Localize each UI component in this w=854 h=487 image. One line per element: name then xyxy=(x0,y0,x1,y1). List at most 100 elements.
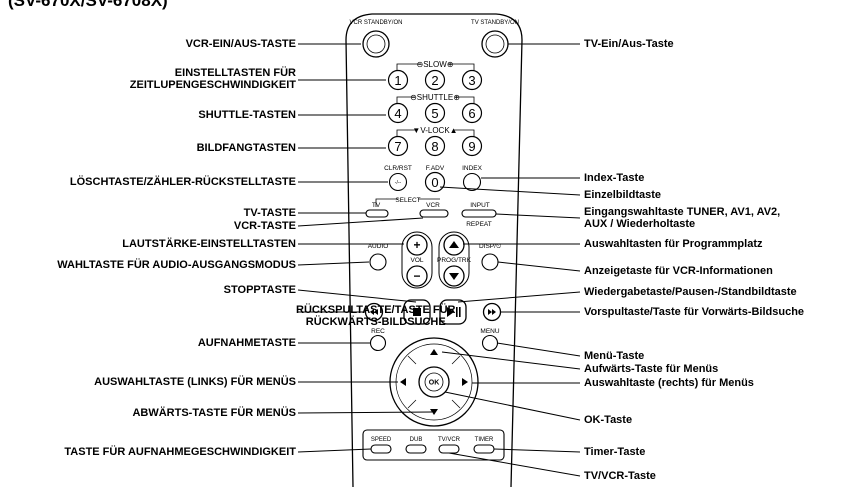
digit-key-1[interactable] xyxy=(387,69,409,91)
vcr-button xyxy=(419,209,449,218)
label-line: SHUTTLE-TASTEN xyxy=(198,109,296,121)
label-line: Vorspultaste/Taste für Vorwärts-Bildsuch… xyxy=(584,306,805,318)
label-volume-keys: LAUTSTÄRKE-EINSTELLTASTEN xyxy=(122,238,296,250)
label-vlock-keys: BILDFANGTASTEN xyxy=(197,142,296,154)
label-timer-key: Timer-Taste xyxy=(584,446,645,458)
leader-line-timer-key xyxy=(493,448,581,453)
label-line: RÜCKWÄRTS-BILDSUCHE xyxy=(305,316,446,328)
digit-key-label: 8 xyxy=(431,139,438,154)
input-button xyxy=(461,209,497,218)
shuttle-bracket xyxy=(396,96,475,105)
label-line: Einzelbildtaste xyxy=(584,189,662,201)
digit-key-5[interactable] xyxy=(424,102,446,124)
label-line: ZEITLUPENGESCHWINDIGKEIT xyxy=(129,79,296,91)
digit-key-label: 6 xyxy=(468,106,475,121)
ok-text: OK xyxy=(429,380,440,387)
label-line: RÜCKSPULTASTE/TASTE FÜR xyxy=(296,304,456,316)
label-line: WAHLTASTE FÜR AUDIO-AUSGANGSMODUS xyxy=(57,259,296,271)
speed-text: SPEED xyxy=(371,437,392,443)
label-line: AUX / Wiederholtaste xyxy=(584,218,696,230)
prog-trk-text: PROG/TRK xyxy=(437,257,472,264)
label-line: TV-TASTE xyxy=(243,207,296,219)
label-menu-left: AUSWAHLTASTE (LINKS) FÜR MENÜS xyxy=(94,376,296,388)
leader-line-tv-vcr-key xyxy=(448,452,581,477)
leader-line-vcr-key xyxy=(297,217,424,227)
leader-line-menu-key xyxy=(496,342,581,357)
digit-key-label: 5 xyxy=(431,106,438,121)
slow-bracket xyxy=(396,63,475,72)
slow-text: ⊖SLOW⊕ xyxy=(417,60,454,69)
digit-key-label: 4 xyxy=(394,106,401,121)
label-line: LÖSCHTASTE/ZÄHLER-RÜCKSTELLTASTE xyxy=(69,176,296,188)
digit-key-2[interactable] xyxy=(424,69,446,91)
leader-line-frame-advance xyxy=(439,186,581,196)
digit-key-label: 7 xyxy=(394,139,401,154)
label-line: LAUTSTÄRKE-EINSTELLTASTEN xyxy=(122,238,296,250)
digit-key-8[interactable] xyxy=(424,135,446,157)
label-ok-key: OK-Taste xyxy=(584,414,632,426)
vol-text: VOL xyxy=(410,257,423,264)
record-button xyxy=(369,334,387,352)
label-speed-key: TASTE FÜR AUFNAHMEGESCHWINDIGKEIT xyxy=(64,446,296,458)
label-line: AUFNAHMETASTE xyxy=(197,337,296,349)
svg-text:+: + xyxy=(413,238,420,252)
display-button xyxy=(481,253,499,271)
menu-button xyxy=(481,334,499,352)
digit-key-0[interactable] xyxy=(424,171,446,193)
vcr-text: VCR xyxy=(426,202,440,209)
tv-button xyxy=(365,209,389,218)
svg-text:-/--: -/-- xyxy=(395,180,402,186)
digit-key-label: 1 xyxy=(394,73,401,88)
rec-text: REC xyxy=(371,328,385,335)
leader-lines xyxy=(297,43,581,477)
audio-button xyxy=(369,253,387,271)
label-tv-key: TV-TASTE xyxy=(244,207,296,219)
fadv-text: F.ADV xyxy=(426,165,445,172)
dub-text: DUB xyxy=(410,437,423,443)
tv-vcr-text: TV/VCR xyxy=(438,437,461,443)
arrow-left-icon xyxy=(400,378,406,386)
label-forward-key: Vorspultaste/Taste für Vorwärts-Bildsuch… xyxy=(584,306,804,318)
leader-line-ok-key xyxy=(444,391,581,421)
arrow-up-icon xyxy=(430,349,438,355)
bottom-panel xyxy=(362,429,505,461)
label-audio-mode: WAHLTASTE FÜR AUDIO-AUSGANGSMODUS xyxy=(57,259,296,271)
index-button xyxy=(462,172,482,192)
label-tv-vcr-key: TV/VCR-Taste xyxy=(584,470,656,482)
digit-key-9[interactable] xyxy=(461,135,483,157)
arrow-down-icon xyxy=(430,409,438,415)
label-line: Auswahltaste (rechts) für Menüs xyxy=(584,377,754,389)
label-line: Auswahltasten für Programmplatz xyxy=(584,238,763,250)
label-shuttle-keys: SHUTTLE-TASTEN xyxy=(198,109,296,121)
label-line: VCR-EIN/AUS-TASTE xyxy=(185,38,296,50)
label-index-key: Index-Taste xyxy=(584,172,644,184)
leader-line-menu-down xyxy=(297,411,433,414)
label-input-select: Eingangswahltaste TUNER, AV1, AV2,AUX / … xyxy=(584,206,780,230)
label-vcr-key: VCR-TASTE xyxy=(234,220,296,232)
label-line: Index-Taste xyxy=(584,172,645,184)
label-record-key: AUFNAHMETASTE xyxy=(198,337,296,349)
menu-text: MENU xyxy=(480,328,499,335)
digit-key-7[interactable] xyxy=(387,135,409,157)
timer-text: TIMER xyxy=(475,437,494,443)
label-program-keys: Auswahltasten für Programmplatz xyxy=(584,238,762,250)
digit-key-label: 2 xyxy=(431,73,438,88)
arrow-right-icon xyxy=(462,378,468,386)
timer-button xyxy=(473,444,495,454)
digit-key-4[interactable] xyxy=(387,102,409,124)
select-bracket xyxy=(375,198,440,207)
label-line: Eingangswahltaste TUNER, AV1, AV2, xyxy=(584,206,781,218)
label-display-key: Anzeigetaste für VCR-Informationen xyxy=(584,265,773,277)
input-text: INPUT xyxy=(470,202,490,209)
leader-line-speed-key xyxy=(297,448,372,453)
label-clear-reset: LÖSCHTASTE/ZÄHLER-RÜCKSTELLTASTE xyxy=(70,176,296,188)
label-play-pause: Wiedergabetaste/Pausen-/Standbildtaste xyxy=(584,286,797,298)
tv-text: TV xyxy=(372,202,381,209)
digit-key-3[interactable] xyxy=(461,69,483,91)
leader-line-display-key xyxy=(497,261,581,272)
digit-key-6[interactable] xyxy=(461,102,483,124)
vlock-bracket xyxy=(396,129,475,138)
label-line: TASTE FÜR AUFNAHMEGESCHWINDIGKEIT xyxy=(64,446,296,458)
